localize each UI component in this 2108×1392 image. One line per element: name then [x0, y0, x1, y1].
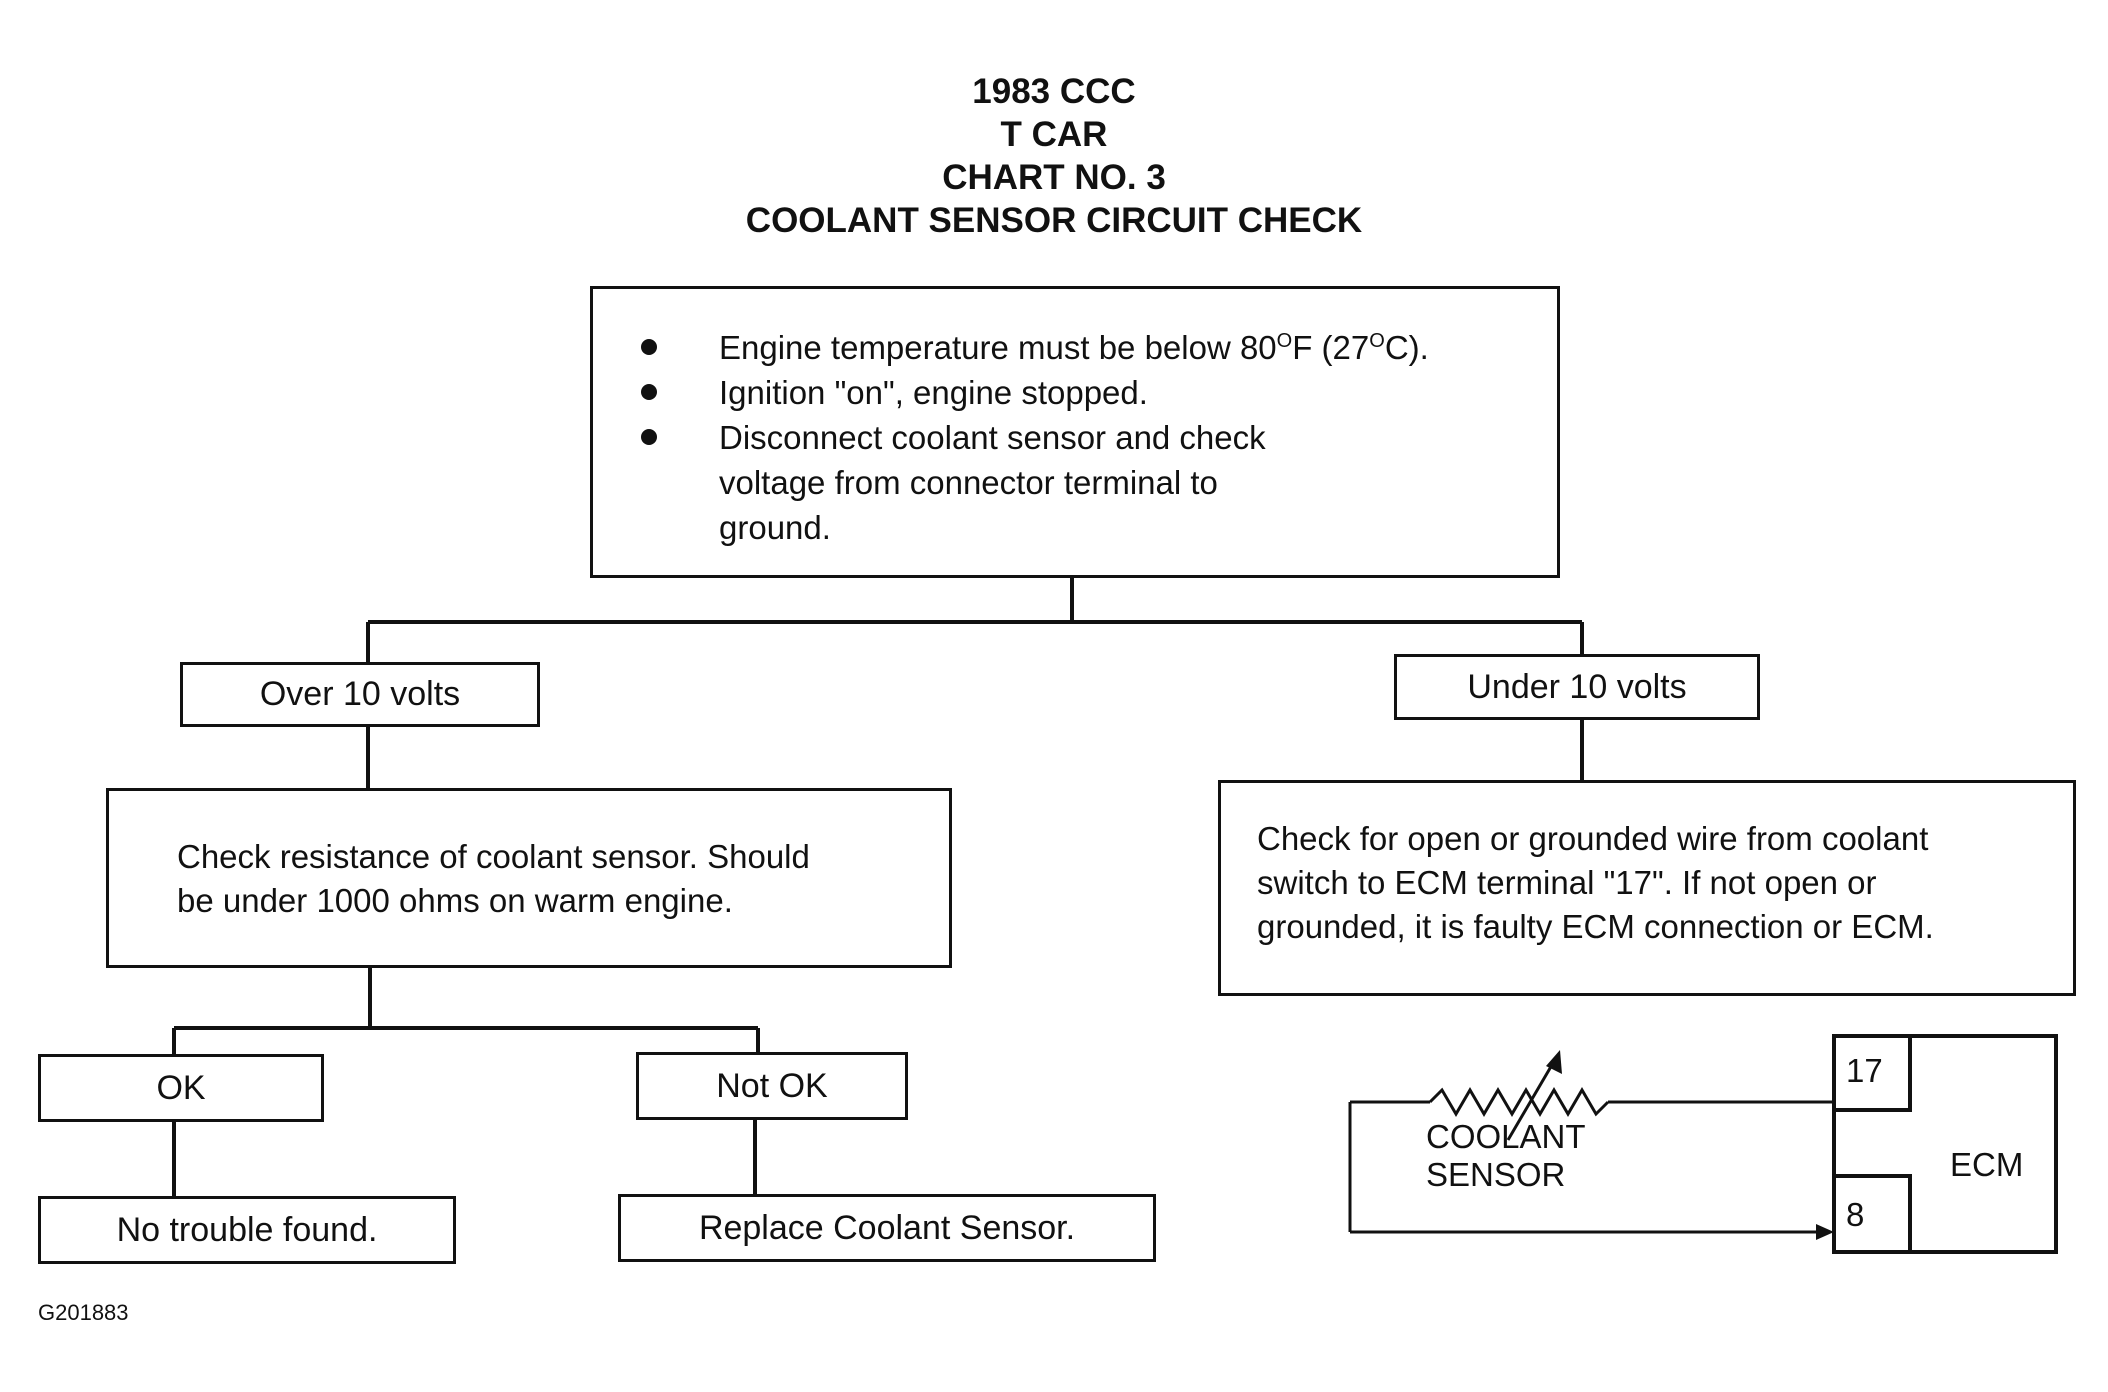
condition-ignition: Ignition "on", engine stopped. [641, 370, 1429, 415]
condition-disconnect-sensor: Disconnect coolant sensor and check volt… [641, 415, 1429, 550]
figure-id: G201883 [38, 1300, 129, 1325]
ok-label: OK [156, 1068, 206, 1107]
degree-symbol: O [1276, 330, 1293, 352]
branch-over-label: Over 10 volts [259, 675, 461, 713]
branch-under-10-volts: Under 10 volts [1394, 654, 1760, 720]
wire-check-text: Check for open or grounded wire from coo… [1257, 817, 1934, 949]
ecm-block [1832, 1034, 2058, 1254]
bullet-icon [641, 384, 657, 400]
result-not-ok-box: Not OK [636, 1052, 908, 1120]
thermistor-arrow-head-icon [1546, 1050, 1562, 1074]
degree-symbol: O [1369, 330, 1385, 352]
bullet-icon [641, 339, 657, 355]
wire-arrow-to-8-icon [1816, 1224, 1834, 1240]
resistance-line1: Check resistance of coolant sensor. Shou… [177, 838, 810, 875]
wire-check-line3: grounded, it is faulty ECM connection or… [1257, 908, 1934, 945]
title-line-year: 1983 CCC [972, 72, 1136, 111]
no-trouble-found-box: No trouble found. [38, 1196, 456, 1264]
wire-check-line1: Check for open or grounded wire from coo… [1257, 820, 1929, 857]
replace-sensor-text: Replace Coolant Sensor. [698, 1208, 1076, 1247]
disconnect-text-line2: voltage from connector terminal to [719, 464, 1218, 501]
resistance-check-text: Check resistance of coolant sensor. Shou… [177, 835, 810, 923]
thermistor-arrow-shaft [1506, 1057, 1558, 1141]
result-ok-box: OK [38, 1054, 324, 1122]
no-trouble-found-text: No trouble found. [116, 1210, 378, 1249]
wire-check-line2: switch to ECM terminal "17". If not open… [1257, 864, 1877, 901]
resistance-check-box: Check resistance of coolant sensor. Shou… [106, 788, 952, 968]
start-conditions-box: Engine temperature must be below 80OF (2… [590, 286, 1560, 578]
ignition-text: Ignition "on", engine stopped. [719, 374, 1148, 411]
coolant-sensor-schematic [1348, 1057, 1832, 1234]
chart-title: 1983 CCC T CAR CHART NO. 3 COOLANT SENSO… [0, 70, 2108, 242]
disconnect-text-line1: Disconnect coolant sensor and check [719, 419, 1266, 456]
wire-check-box: Check for open or grounded wire from coo… [1218, 780, 2076, 996]
title-line-car: T CAR [1000, 115, 1108, 154]
bullet-icon [641, 429, 657, 445]
engine-temp-text-mid: F (27 [1292, 329, 1370, 366]
ecm-terminal-8-box [1832, 1174, 1912, 1254]
thermistor-zigzag-icon [1428, 1087, 1610, 1117]
engine-temp-text-end: C). [1384, 329, 1429, 366]
start-conditions-list: Engine temperature must be below 80OF (2… [641, 325, 1429, 550]
condition-engine-temp: Engine temperature must be below 80OF (2… [641, 325, 1429, 370]
resistance-line2: be under 1000 ohms on warm engine. [177, 882, 733, 919]
ecm-label: ECM [1950, 1146, 2024, 1183]
ecm-outline [1832, 1034, 2058, 1254]
terminal-17-label: 17 [1846, 1052, 1883, 1089]
branch-under-label: Under 10 volts [1467, 667, 1687, 706]
ecm-terminal-17-box [1832, 1034, 1912, 1112]
title-line-subject: COOLANT SENSOR CIRCUIT CHECK [745, 201, 1363, 240]
disconnect-text-line3: ground. [719, 509, 831, 546]
title-line-chart: CHART NO. 3 [942, 158, 1166, 197]
sensor-label-line1: COOLANT [1426, 1118, 1586, 1155]
replace-coolant-sensor-box: Replace Coolant Sensor. [618, 1194, 1156, 1262]
terminal-8-label: 8 [1846, 1196, 1865, 1233]
branch-over-10-volts: Over 10 volts [180, 662, 540, 727]
engine-temp-text: Engine temperature must be below 80 [719, 329, 1277, 366]
sensor-label-line2: SENSOR [1426, 1156, 1566, 1193]
not-ok-label: Not OK [716, 1066, 828, 1105]
coolant-sensor-label: COOLANT SENSOR [1426, 1118, 1586, 1194]
